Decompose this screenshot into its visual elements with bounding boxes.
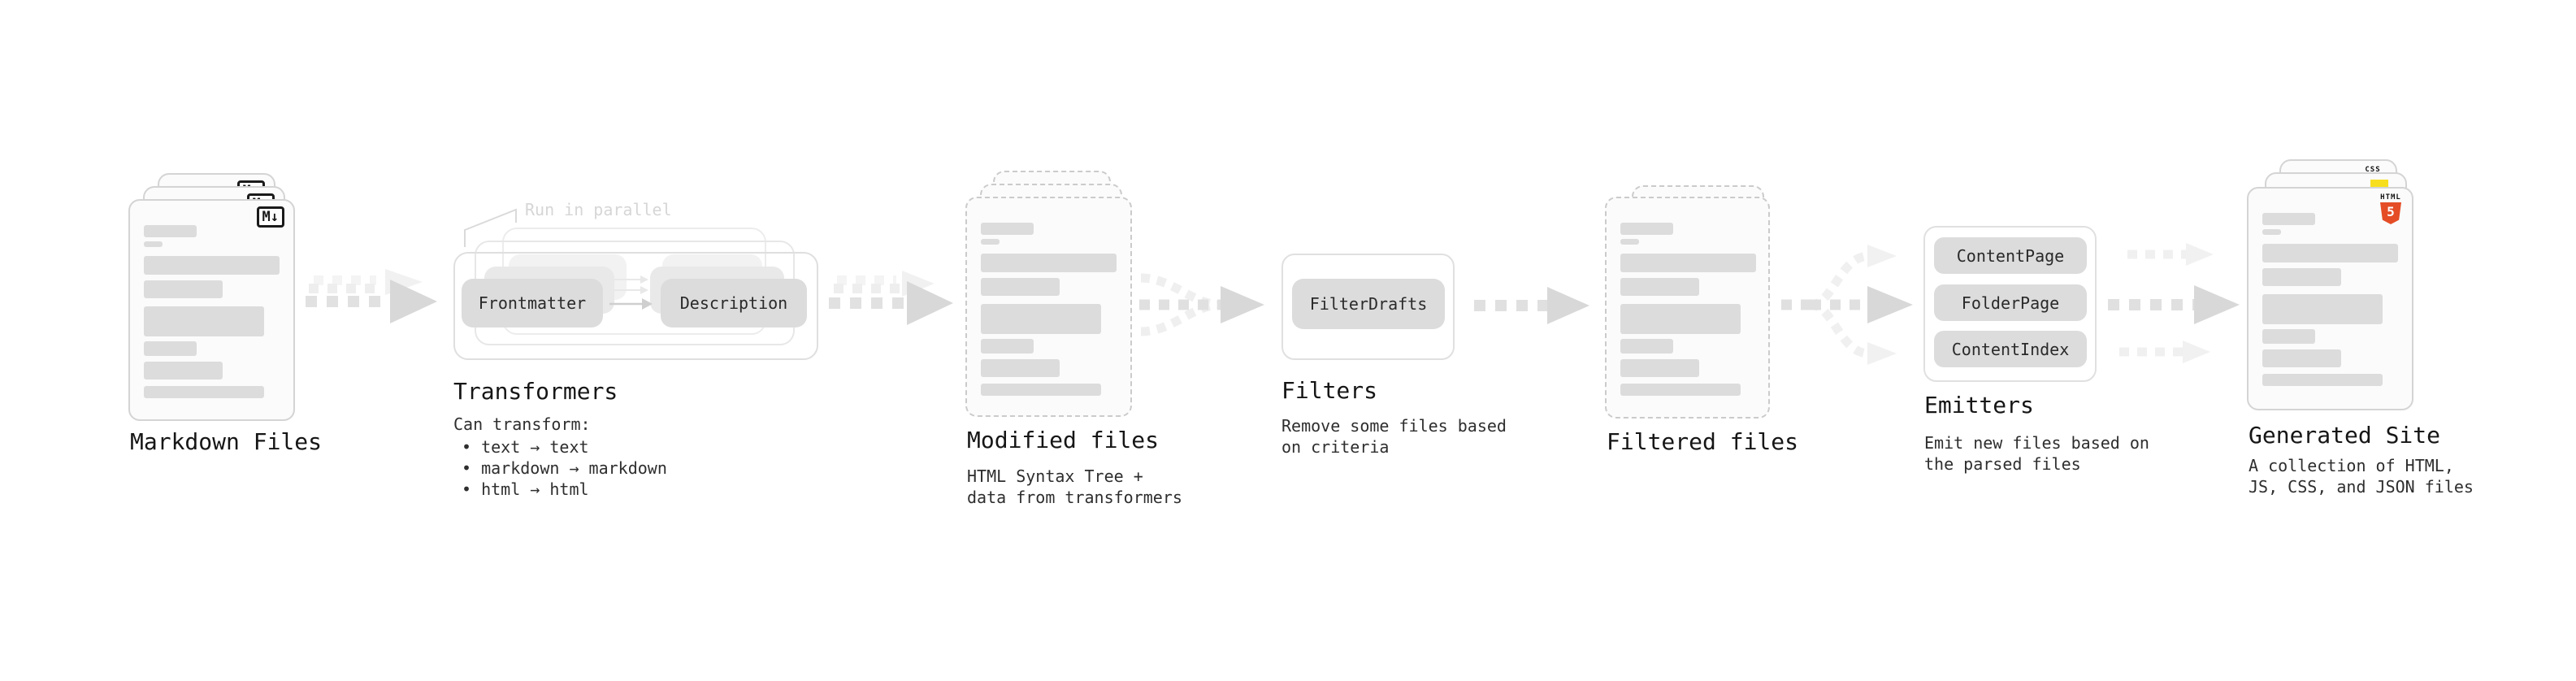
content-line [1620, 339, 1673, 354]
document-content-lines [1607, 198, 1768, 417]
content-line [2262, 294, 2383, 324]
content-line [981, 239, 1000, 245]
emitter-pill-folderpage: FolderPage [1934, 284, 2087, 321]
content-line [1620, 254, 1756, 272]
filtered-files-label: Filtered files [1607, 428, 1799, 455]
run-in-parallel-callout-line [464, 208, 517, 247]
filter-pill-filterdrafts: FilterDrafts [1292, 279, 1445, 329]
filterdrafts-pill-label: FilterDrafts [1309, 294, 1428, 314]
markdown-file-card-front: M↓ [128, 199, 295, 421]
arrow-transformers-to-modified [829, 271, 953, 325]
markdown-files-label: Markdown Files [130, 428, 323, 455]
content-line [2262, 213, 2315, 225]
content-line [144, 256, 280, 275]
emitters-label: Emitters [1924, 392, 2034, 419]
content-line [2262, 268, 2341, 286]
subtitle-line: data from transformers [967, 488, 1182, 507]
arrow-markdown-to-transformers [306, 269, 437, 323]
subtitle-line: the parsed files [1924, 454, 2081, 474]
folderpage-pill-label: FolderPage [1961, 293, 2060, 313]
content-line [1620, 384, 1741, 396]
filters-box [1281, 254, 1455, 360]
emitter-pill-contentpage: ContentPage [1934, 237, 2087, 274]
subtitle-line: Emit new files based on [1924, 433, 2149, 453]
content-line [1620, 359, 1699, 377]
generated-file-card-front: HTML 5 [2247, 187, 2413, 410]
contentindex-pill-label: ContentIndex [1951, 339, 2070, 359]
content-line [2262, 349, 2341, 367]
modified-files-label: Modified files [967, 427, 1160, 453]
subtitle-line: Remove some files based [1281, 416, 1507, 436]
emitters-box [1923, 226, 2097, 382]
content-line [1620, 304, 1741, 334]
transformers-bullet: • html → html [462, 479, 589, 499]
html5-icon-shield: 5 [2380, 202, 2401, 224]
content-line [2262, 244, 2398, 262]
content-line [2262, 374, 2383, 386]
emitter-pill-contentindex: ContentIndex [1934, 331, 2087, 367]
css-icon-text: CSS [2365, 166, 2381, 174]
arrow-emitters-to-generated [2108, 243, 2240, 363]
filters-subtitle: Remove some files based on criteria [1281, 415, 1507, 458]
subtitle-line: JS, CSS, and JSON files [2249, 477, 2474, 497]
subtitle-line: on criteria [1281, 437, 1390, 457]
transformers-bullet: • text → text [462, 437, 589, 457]
content-line [1620, 223, 1673, 235]
transformers-bullet: • markdown → markdown [462, 458, 667, 478]
document-content-lines [2249, 189, 2412, 409]
generated-site-subtitle: A collection of HTML, JS, CSS, and JSON … [2249, 455, 2474, 497]
transformers-bullet-list: • text → text • markdown → markdown • ht… [462, 436, 667, 500]
content-line [144, 241, 163, 247]
content-line [981, 254, 1117, 272]
subtitle-line: A collection of HTML, [2249, 456, 2454, 475]
filtered-file-card-front [1605, 197, 1770, 419]
content-line [981, 384, 1101, 396]
transformer-pill-description: Description [661, 279, 807, 327]
content-line [981, 359, 1060, 377]
content-line [2262, 329, 2315, 344]
run-in-parallel-annotation: Run in parallel [525, 200, 672, 219]
content-line [981, 223, 1034, 235]
content-line [144, 341, 197, 356]
frontmatter-pill-label: Frontmatter [478, 293, 587, 313]
emitters-subtitle: Emit new files based on the parsed files [1924, 432, 2149, 475]
modified-files-subtitle: HTML Syntax Tree + data from transformer… [967, 466, 1182, 508]
transformers-note-title: Can transform: [453, 414, 591, 434]
arrow-filtered-to-emitters [1781, 245, 1913, 365]
arrow-modified-to-filters [1139, 273, 1264, 336]
document-content-lines [130, 201, 293, 419]
arrow-filters-to-filtered [1474, 287, 1589, 324]
contentpage-pill-label: ContentPage [1956, 245, 2065, 266]
content-line [981, 304, 1101, 334]
content-line [144, 225, 197, 237]
modified-file-card-front [965, 197, 1132, 417]
content-line [1620, 239, 1639, 245]
subtitle-line: HTML Syntax Tree + [967, 466, 1143, 486]
html5-icon: HTML 5 [2380, 193, 2401, 224]
content-line [981, 278, 1060, 296]
filters-label: Filters [1281, 377, 1378, 404]
content-line [144, 306, 264, 336]
document-content-lines [967, 198, 1130, 415]
content-line [144, 280, 223, 298]
content-line [1620, 278, 1699, 296]
transformer-layer-box-front [453, 252, 818, 360]
generated-site-label: Generated Site [2249, 422, 2441, 449]
transformers-label: Transformers [453, 378, 618, 405]
content-line [981, 339, 1034, 354]
content-line [2262, 229, 2281, 235]
html5-icon-text: HTML [2380, 193, 2401, 202]
description-pill-label: Description [679, 293, 788, 313]
frontmatter-to-description-arrows [609, 275, 653, 310]
markdown-icon: M↓ [256, 206, 284, 228]
content-line [144, 386, 264, 398]
transformer-pill-frontmatter: Frontmatter [462, 279, 603, 327]
content-line [144, 362, 223, 380]
